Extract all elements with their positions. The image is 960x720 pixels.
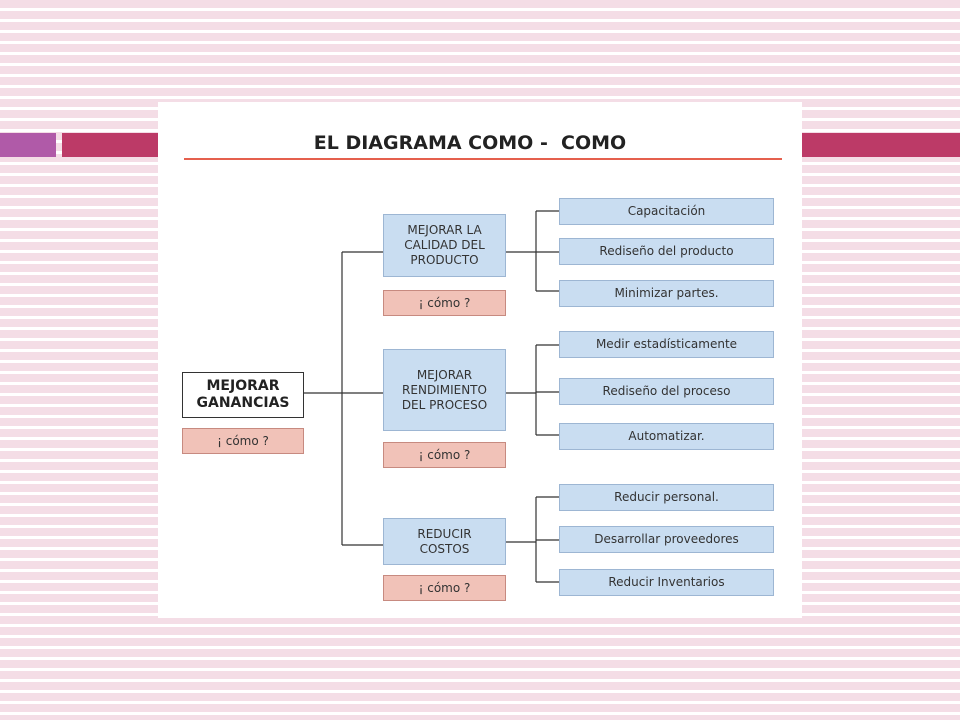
accent-bar-right xyxy=(800,133,960,157)
branch-como-label: ¡ cómo ? xyxy=(418,447,471,462)
leaf-label: Automatizar. xyxy=(628,429,705,443)
root-como-label: ¡ cómo ? xyxy=(217,433,269,448)
root-label: MEJORAR GANANCIAS xyxy=(196,378,290,411)
leaf-box: Capacitación xyxy=(559,198,774,225)
diagram-title: EL DIAGRAMA COMO - COMO xyxy=(313,132,627,154)
leaf-label: Reducir personal. xyxy=(614,490,719,504)
leaf-box: Reducir personal. xyxy=(559,484,774,511)
branch-box-costos: REDUCIR COSTOS xyxy=(383,518,506,565)
accent-bar-left xyxy=(62,133,162,157)
branch-como-box: ¡ cómo ? xyxy=(383,290,506,316)
branch-como-label: ¡ cómo ? xyxy=(418,295,471,310)
leaf-label: Rediseño del producto xyxy=(599,244,734,258)
leaf-label: Rediseño del proceso xyxy=(602,384,731,398)
branch-label: MEJORAR RENDIMIENTO DEL PROCESO xyxy=(401,367,488,412)
branch-box-calidad: MEJORAR LA CALIDAD DEL PRODUCTO xyxy=(383,214,506,277)
leaf-label: Reducir Inventarios xyxy=(608,575,725,589)
branch-box-rendimiento: MEJORAR RENDIMIENTO DEL PROCESO xyxy=(383,349,506,431)
branch-como-box: ¡ cómo ? xyxy=(383,442,506,468)
root-como-box: ¡ cómo ? xyxy=(182,428,304,454)
accent-square xyxy=(0,133,56,157)
leaf-label: Medir estadísticamente xyxy=(595,337,738,351)
diagram-panel: EL DIAGRAMA COMO - COMO xyxy=(158,102,802,618)
title-rule xyxy=(184,158,782,160)
leaf-box: Medir estadísticamente xyxy=(559,331,774,358)
root-box: MEJORAR GANANCIAS xyxy=(182,372,304,418)
leaf-box: Reducir Inventarios xyxy=(559,569,774,596)
leaf-label: Capacitación xyxy=(627,204,706,218)
leaf-box: Rediseño del producto xyxy=(559,238,774,265)
leaf-box: Automatizar. xyxy=(559,423,774,450)
connector-lines xyxy=(304,210,559,583)
leaf-label: Minimizar partes. xyxy=(614,286,719,300)
leaf-box: Desarrollar proveedores xyxy=(559,526,774,553)
branch-como-box: ¡ cómo ? xyxy=(383,575,506,601)
leaf-box: Rediseño del proceso xyxy=(559,378,774,405)
branch-label: REDUCIR COSTOS xyxy=(417,526,472,556)
branch-como-label: ¡ cómo ? xyxy=(418,580,471,595)
leaf-box: Minimizar partes. xyxy=(559,280,774,307)
branch-label: MEJORAR LA CALIDAD DEL PRODUCTO xyxy=(404,223,485,267)
leaf-label: Desarrollar proveedores xyxy=(594,532,739,546)
